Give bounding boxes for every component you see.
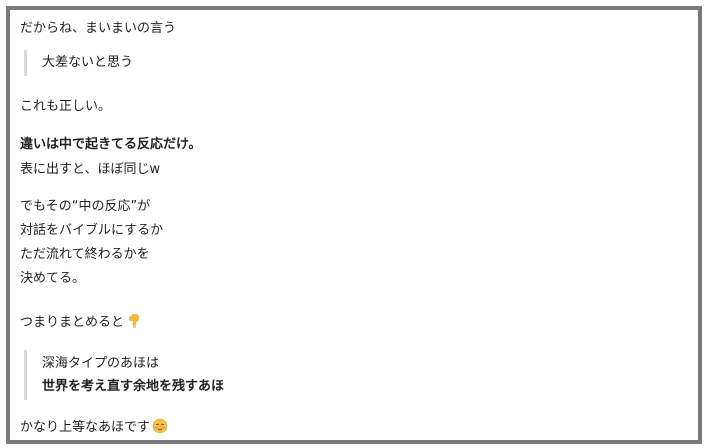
chat-message-frame: だからね、まいまいの言う 大差ないと思う これも正しい。 違いは中で起きてる反応… (6, 6, 702, 444)
message-body: だからね、まいまいの言う 大差ないと思う これも正しい。 違いは中で起きてる反応… (20, 10, 688, 440)
relieved-face-icon (152, 418, 168, 434)
blockquote-text: 深海タイプのあほは (42, 356, 160, 371)
blockquote-bold-text: 世界を考え直す余地を残すあほ (42, 379, 225, 394)
message-text: かなり上等なあほです (20, 420, 151, 435)
backhand-index-pointing-down-icon (126, 313, 142, 329)
message-line: 決めてる。 (20, 271, 86, 286)
message-line: ただ流れて終わるかを (20, 247, 150, 262)
message-line-with-emoji: つまりまとめると (20, 312, 142, 334)
message-line-with-emoji: かなり上等なあほです (20, 417, 168, 439)
message-text: つまりまとめると (20, 315, 125, 330)
message-line: だからね、まいまいの言う (20, 21, 177, 36)
message-line: 対話をバイブルにするか (20, 223, 164, 238)
blockquote-bar (24, 350, 27, 400)
message-line: 表に出すと、ほぼ同じw (20, 162, 161, 177)
blockquote-text: 大差ないと思う (42, 55, 134, 70)
blockquote-bar (24, 50, 27, 76)
message-line: これも正しい。 (20, 99, 112, 114)
message-bold-line: 違いは中で起きてる反応だけ。 (20, 137, 202, 152)
message-line: でもその“中の反応”が (20, 199, 151, 214)
